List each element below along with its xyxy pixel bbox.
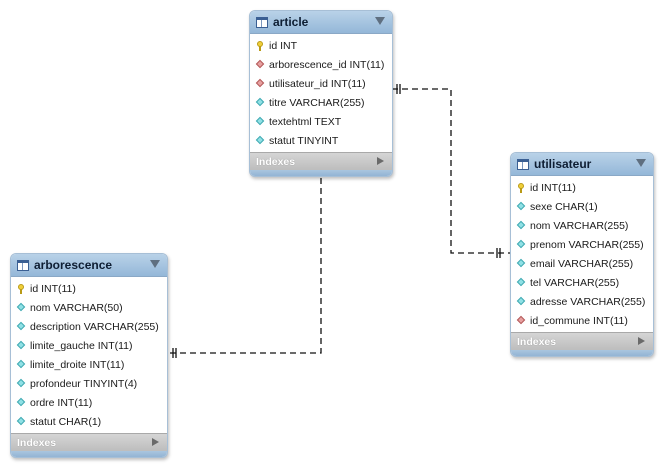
column-diamond-icon <box>17 360 26 369</box>
column-diamond-icon <box>17 322 26 331</box>
column-diamond-icon <box>256 136 265 145</box>
column-row[interactable]: sexe CHAR(1) <box>511 197 653 216</box>
column-label: adresse VARCHAR(255) <box>530 295 646 308</box>
indexes-label: Indexes <box>517 335 557 348</box>
column-diamond-icon <box>517 240 526 249</box>
column-label: profondeur TINYINT(4) <box>30 377 138 390</box>
column-row[interactable]: titre VARCHAR(255) <box>250 93 392 112</box>
column-label: tel VARCHAR(255) <box>530 276 620 289</box>
column-row[interactable]: id INT(11) <box>11 279 167 298</box>
table-header[interactable]: article <box>250 11 392 34</box>
column-label: titre VARCHAR(255) <box>269 96 365 109</box>
indexes-bar[interactable]: Indexes <box>250 152 392 170</box>
column-label: ordre INT(11) <box>30 396 93 409</box>
column-label: id INT(11) <box>30 282 76 295</box>
column-row[interactable]: utilisateur_id INT(11) <box>250 74 392 93</box>
key-icon <box>17 284 26 294</box>
table-title: article <box>273 15 309 29</box>
table-footer <box>11 451 167 457</box>
column-label: utilisateur_id INT(11) <box>269 77 366 90</box>
column-label: description VARCHAR(255) <box>30 320 159 333</box>
table-icon <box>17 259 29 271</box>
column-row[interactable]: id INT <box>250 36 392 55</box>
table-article[interactable]: article id INT arborescence_id INT(11) uti… <box>249 10 393 177</box>
column-label: statut TINYINT <box>269 134 339 147</box>
column-row[interactable]: id_commune INT(11) <box>511 311 653 330</box>
column-label: textehtml TEXT <box>269 115 342 128</box>
table-icon <box>256 16 268 28</box>
column-label: nom VARCHAR(50) <box>30 301 123 314</box>
relationship-article-arborescence <box>168 168 322 354</box>
column-diamond-icon <box>17 417 26 426</box>
foreign-key-diamond-icon <box>256 79 265 88</box>
column-label: arborescence_id INT(11) <box>269 58 385 71</box>
column-row[interactable]: description VARCHAR(255) <box>11 317 167 336</box>
column-diamond-icon <box>17 398 26 407</box>
column-label: id_commune INT(11) <box>530 314 628 327</box>
table-arborescence[interactable]: arborescence id INT(11) nom VARCHAR(50) de… <box>10 253 168 458</box>
column-diamond-icon <box>517 259 526 268</box>
column-row[interactable]: profondeur TINYINT(4) <box>11 374 167 393</box>
indexes-label: Indexes <box>256 155 296 168</box>
column-diamond-icon <box>17 341 26 350</box>
column-diamond-icon <box>517 278 526 287</box>
collapse-triangle-icon[interactable] <box>375 17 385 25</box>
column-row[interactable]: statut TINYINT <box>250 131 392 150</box>
column-diamond-icon <box>517 297 526 306</box>
table-header[interactable]: utilisateur <box>511 153 653 176</box>
column-label: id INT <box>269 39 298 52</box>
table-header[interactable]: arborescence <box>11 254 167 277</box>
column-row[interactable]: statut CHAR(1) <box>11 412 167 431</box>
expand-triangle-icon[interactable] <box>377 157 384 165</box>
column-label: id INT(11) <box>530 181 576 194</box>
key-icon <box>517 183 526 193</box>
column-diamond-icon <box>256 98 265 107</box>
column-row[interactable]: id INT(11) <box>511 178 653 197</box>
column-row[interactable]: email VARCHAR(255) <box>511 254 653 273</box>
column-diamond-icon <box>17 303 26 312</box>
column-label: statut CHAR(1) <box>30 415 102 428</box>
column-label: prenom VARCHAR(255) <box>530 238 644 251</box>
column-label: email VARCHAR(255) <box>530 257 634 270</box>
column-row[interactable]: ordre INT(11) <box>11 393 167 412</box>
relationship-article-utilisateur <box>392 88 510 254</box>
column-list: id INT(11) sexe CHAR(1) nom VARCHAR(255) pr… <box>511 176 653 332</box>
column-row[interactable]: arborescence_id INT(11) <box>250 55 392 74</box>
collapse-triangle-icon[interactable] <box>636 159 646 167</box>
column-label: limite_droite INT(11) <box>30 358 125 371</box>
column-diamond-icon <box>517 221 526 230</box>
table-title: utilisateur <box>534 157 592 171</box>
table-title: arborescence <box>34 258 113 272</box>
indexes-label: Indexes <box>17 436 57 449</box>
foreign-key-diamond-icon <box>517 316 526 325</box>
column-diamond-icon <box>256 117 265 126</box>
column-row[interactable]: textehtml TEXT <box>250 112 392 131</box>
column-row[interactable]: tel VARCHAR(255) <box>511 273 653 292</box>
foreign-key-diamond-icon <box>256 60 265 69</box>
key-icon <box>256 41 265 51</box>
column-row[interactable]: limite_droite INT(11) <box>11 355 167 374</box>
column-row[interactable]: adresse VARCHAR(255) <box>511 292 653 311</box>
indexes-bar[interactable]: Indexes <box>511 332 653 350</box>
column-row[interactable]: nom VARCHAR(50) <box>11 298 167 317</box>
column-list: id INT arborescence_id INT(11) utilisateur… <box>250 34 392 152</box>
column-row[interactable]: limite_gauche INT(11) <box>11 336 167 355</box>
column-row[interactable]: prenom VARCHAR(255) <box>511 235 653 254</box>
column-label: nom VARCHAR(255) <box>530 219 629 232</box>
indexes-bar[interactable]: Indexes <box>11 433 167 451</box>
table-utilisateur[interactable]: utilisateur id INT(11) sexe CHAR(1) nom VA… <box>510 152 654 357</box>
expand-triangle-icon[interactable] <box>638 337 645 345</box>
expand-triangle-icon[interactable] <box>152 438 159 446</box>
table-footer <box>250 170 392 176</box>
column-list: id INT(11) nom VARCHAR(50) description VAR… <box>11 277 167 433</box>
column-label: sexe CHAR(1) <box>530 200 598 213</box>
collapse-triangle-icon[interactable] <box>150 260 160 268</box>
column-row[interactable]: nom VARCHAR(255) <box>511 216 653 235</box>
table-icon <box>517 158 529 170</box>
column-label: limite_gauche INT(11) <box>30 339 133 352</box>
table-footer <box>511 350 653 356</box>
column-diamond-icon <box>17 379 26 388</box>
column-diamond-icon <box>517 202 526 211</box>
